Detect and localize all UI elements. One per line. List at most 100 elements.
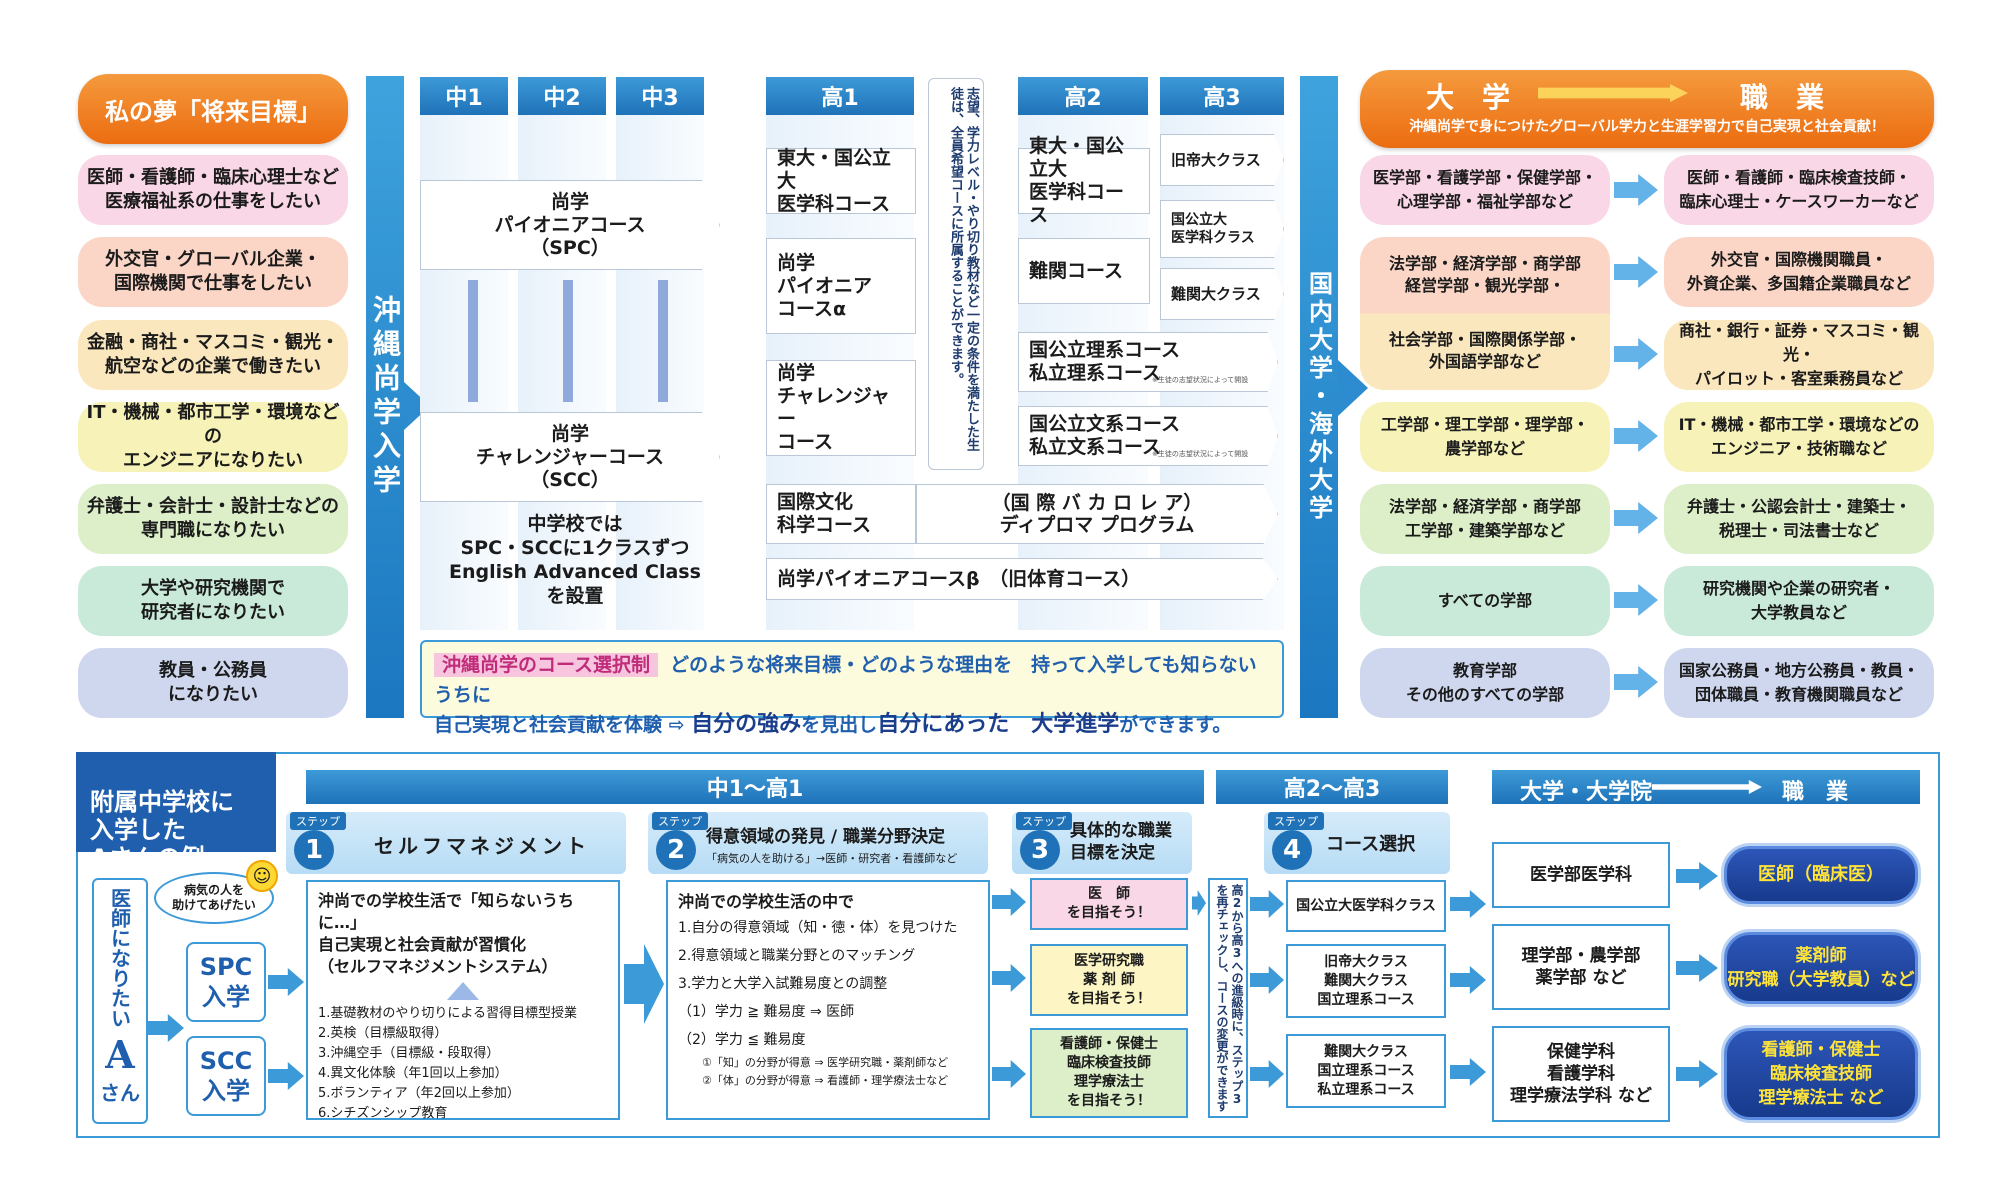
job-engineer: IT・機械・都市工学・環境などの エンジニア・技術職など xyxy=(1664,402,1934,472)
step1-header: ステップ 1 セルフマネジメント xyxy=(286,812,626,874)
step3-box-doctor: 医 師 を目指そう！ xyxy=(1030,878,1188,930)
job-medical: 医師・看護師・臨床検査技師・ 臨床心理士・ケースワーカーなど xyxy=(1664,155,1934,225)
step2-title: 得意領域の発見 / 職業分野決定 xyxy=(706,827,946,847)
small-note-science: ※生徒の志望状況によって開設 xyxy=(1152,376,1249,384)
grade-header-h1: 高1 xyxy=(766,77,914,115)
grade-header-m3: 中3 xyxy=(616,77,704,115)
dream-header: 私の夢「将来目標」 xyxy=(78,74,348,144)
person-a: 医師になりたい A さん xyxy=(92,878,148,1124)
span-h2-h3: 高2〜高3 xyxy=(1216,770,1448,804)
dream-item-teacher: 教員・公務員 になりたい xyxy=(78,648,348,718)
arrow-icon xyxy=(1614,420,1658,452)
person-a-suffix: さん xyxy=(100,1081,140,1105)
updown-arrow-icon xyxy=(468,280,478,402)
faculty-humanities-group xyxy=(1360,237,1610,390)
faculty-education: 教育学部 その他のすべての学部 xyxy=(1360,648,1610,718)
step3-number-icon: 3 xyxy=(1020,830,1060,870)
step2-sub: 「病気の人を助ける」→医師・研究者・看護師など xyxy=(706,852,958,865)
step-tag: ステップ xyxy=(652,812,708,830)
step1-head: 沖尚での学校生活で「知らないうちに…」 自己実現と社会貢献が習慣化 （セルフマネ… xyxy=(318,891,575,976)
step2-head: 沖尚での学校生活の中で xyxy=(678,892,855,911)
h1-course-challenger: 尚学 チャレンジャー コース xyxy=(766,360,916,456)
step2-header: ステップ 2 得意領域の発見 / 職業分野決定 「病気の人を助ける」→医師・研究… xyxy=(648,812,988,874)
header-arrow-icon xyxy=(1538,84,1688,102)
job-business: 商社・銀行・証券・マスコミ・観光・ パイロット・客室乗務員など xyxy=(1664,320,1934,390)
step3-title: 具体的な職業 目標を決定 xyxy=(1070,821,1172,863)
step4-title: コース選択 xyxy=(1326,834,1416,855)
grade-header-m2: 中2 xyxy=(518,77,606,115)
step2-list: 1.自分の得意領域（知・徳・体）を見つけた 2.得意領域と職業分野とのマッチング… xyxy=(678,920,958,1048)
example-job-doctor: 医師（臨床医） xyxy=(1724,846,1918,904)
h1-course-pioneer-beta: 尚学パイオニアコースβ （旧体育コース） xyxy=(766,558,1278,600)
scc-course: 尚学 チャレンジャーコース （SCC） xyxy=(420,412,720,502)
job-professional: 弁護士・公認会計士・建築士・ 税理士・司法書士など xyxy=(1664,484,1934,554)
faculty-all: すべての学部 xyxy=(1360,566,1610,636)
step-tag: ステップ xyxy=(290,812,346,830)
step3-box-research: 医学研究職 薬 剤 師 を目指そう！ xyxy=(1030,944,1188,1016)
example-job-nurse: 看護師・保健士 臨床検査技師 理学療法士 など xyxy=(1724,1028,1918,1120)
dream-item-business: 金融・商社・マスコミ・観光・ 航空などの企業で働きたい xyxy=(78,320,348,390)
updown-arrow-icon xyxy=(658,280,668,402)
h3-class-medical: 国公立大 医学科クラス xyxy=(1160,200,1284,258)
dream-text: 医師・看護師・臨床心理士など 医療福祉系の仕事をしたい xyxy=(87,167,339,212)
course-system-banner: 沖縄尚学のコース選択制どのような将来目標・どのような理由を 持って入学しても知ら… xyxy=(420,640,1284,737)
faculty-law-econ: 法学部・経済学部・商学部 経営学部・観光学部・ xyxy=(1388,254,1581,295)
arrow-icon xyxy=(1614,502,1658,534)
grade-header-h3: 高3 xyxy=(1160,77,1284,115)
h3-class-nankan: 難関大クラス xyxy=(1160,268,1284,320)
faculty-medical: 医学部・看護学部・保健学部・ 心理学部・福祉学部など xyxy=(1360,155,1610,225)
spc-course: 尚学 パイオニアコース （SPC） xyxy=(420,180,720,270)
step2-number-icon: 2 xyxy=(656,830,696,870)
univ-bar: 国内大学・海外大学 xyxy=(1300,76,1338,718)
step-tag: ステップ xyxy=(1016,812,1072,830)
step1-list: 1.基礎教材のやり切りによる習得目標型授業 2.英検（目標級取得） 3.沖縄空手… xyxy=(318,1006,578,1121)
step1-title: セルフマネジメント xyxy=(374,834,590,858)
span-univ-job: 大学・大学院 職 業 xyxy=(1492,770,1920,805)
course-system-text1: どのような将来目標・どのような理由を 持って入学しても知らないうちに xyxy=(434,654,1257,706)
h3-class-kyutei: 旧帝大クラス xyxy=(1160,134,1284,186)
h2-course-nankan: 難関コース xyxy=(1018,238,1150,304)
arrow-icon xyxy=(1614,174,1658,206)
dream-item-researcher: 大学や研究機関で 研究者になりたい xyxy=(78,566,348,636)
arrow-icon xyxy=(1614,338,1658,370)
step1-body: 沖尚での学校生活で「知らないうちに…」 自己実現と社会貢献が習慣化 （セルフマネ… xyxy=(306,880,620,1121)
example-univ-science: 理学部・農学部 薬学部 など xyxy=(1492,924,1670,1010)
h1-course-international: 国際文化 科学コース xyxy=(766,484,916,544)
univ-label: 国内大学・海外大学 xyxy=(1304,271,1333,523)
course-system-line1: 沖縄尚学のコース選択制どのような将来目標・どのような理由を 持って入学しても知ら… xyxy=(434,650,1270,710)
univ-job-header: 大 学 職 業 沖縄尚学で身につけたグローバル学力と生涯学習力で自己実現と社会貢… xyxy=(1360,70,1934,148)
step-tag: ステップ xyxy=(1268,812,1324,830)
dream-header-label: 私の夢「将来目標」 xyxy=(105,97,321,126)
arrow-icon xyxy=(1614,666,1658,698)
job-public: 国家公務員・地方公務員・教員・ 団体職員・教育機関職員など xyxy=(1664,648,1934,718)
span-univ-label: 大学・大学院 xyxy=(1520,780,1653,805)
person-a-letter: A xyxy=(105,1032,135,1077)
vertical-note: 志望、学力レベル・やり切り教材など一定の条件を満たした生徒は、全員希望コースに所… xyxy=(928,78,984,470)
updown-arrow-icon xyxy=(563,280,573,402)
up-arrow-icon xyxy=(447,982,479,1000)
h2-course-science: 国公立理系コース 私立理系コース xyxy=(1018,332,1278,392)
course-system-tag: 沖縄尚学のコース選択制 xyxy=(434,653,659,677)
middle-note: 中学校では SPC・SCCに1クラスずつ English Advanced Cl… xyxy=(449,513,701,607)
dream-text: 弁護士・会計士・設計士などの 専門職になりたい xyxy=(87,496,339,541)
span-m1-h1: 中1〜高1 xyxy=(306,770,1204,804)
dream-item-engineer: IT・機械・都市工学・環境などの エンジニアになりたい xyxy=(78,402,348,472)
span-job-label: 職 業 xyxy=(1782,780,1849,805)
arrow-icon xyxy=(1614,584,1658,616)
step4-number-icon: 4 xyxy=(1272,830,1312,870)
small-note-humanities: ※生徒の志望状況によって開設 xyxy=(1152,450,1249,458)
step3-header: ステップ 3 具体的な職業 目標を決定 xyxy=(1012,812,1192,874)
dream-text: 教員・公務員 になりたい xyxy=(159,660,267,705)
dream-item-medical: 医師・看護師・臨床心理士など 医療福祉系の仕事をしたい xyxy=(78,155,348,225)
person-a-goal: 医師になりたい xyxy=(107,888,132,1028)
scc-entry: SCC 入学 xyxy=(186,1036,266,1116)
h2-course-medical: 東大・国公立大 医学科コース xyxy=(1018,135,1150,226)
example-title: 附属中学校に 入学した Aさんの例 xyxy=(76,752,276,872)
univ-header-label: 大 学 xyxy=(1426,81,1511,114)
entry-bar: 沖縄尚学入学 xyxy=(366,76,404,718)
example-univ-medical: 医学部医学科 xyxy=(1492,842,1670,908)
ib-program: （国 際 バ カ ロ レ ア） ディプロマ プログラム xyxy=(916,484,1278,544)
dream-item-professional: 弁護士・会計士・設計士などの 専門職になりたい xyxy=(78,484,348,554)
job-header-label: 職 業 xyxy=(1740,81,1825,114)
step4-box-3: 難関大クラス 国立理系コース 私立理系コース xyxy=(1286,1034,1446,1108)
